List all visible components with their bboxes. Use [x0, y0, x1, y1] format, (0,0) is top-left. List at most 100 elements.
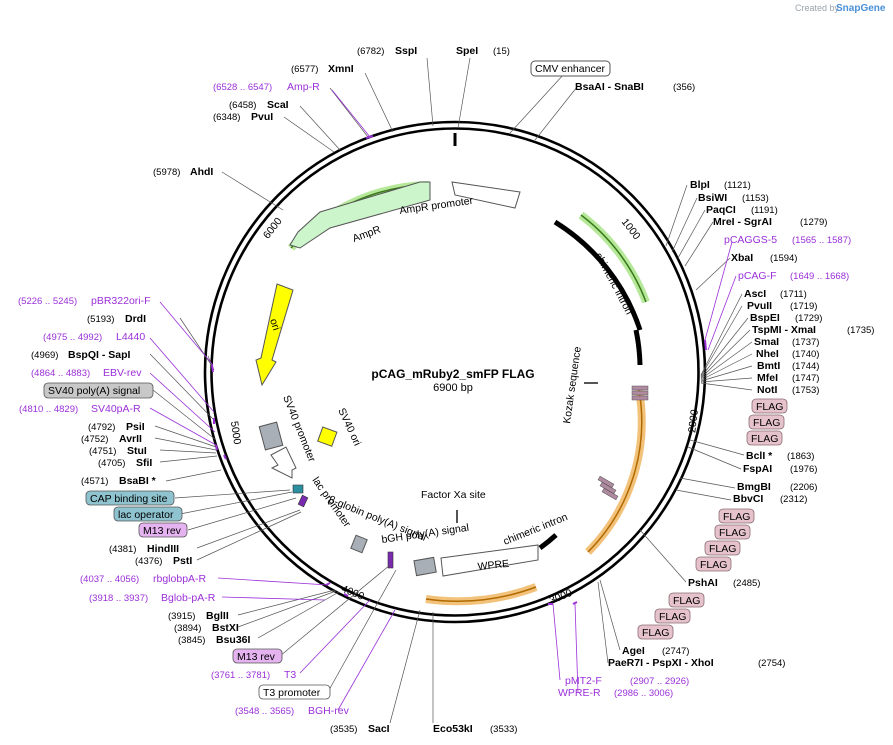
site-bsabi[interactable]: BsaBI * — [119, 475, 157, 487]
flag-box-6[interactable] — [704, 540, 741, 556]
primer-l4440[interactable]: L4440 — [116, 331, 145, 343]
sv40-ori-box — [317, 426, 338, 447]
site-bstxi[interactable]: BstXI — [212, 622, 239, 634]
site-pvuii[interactable]: PvuII — [747, 300, 772, 312]
flag-box-8[interactable] — [668, 592, 705, 608]
site-bsaai-snabi[interactable]: BsaAI - SnaBI — [575, 81, 644, 93]
cmv-enhancer-box[interactable] — [530, 60, 611, 77]
site-spei[interactable]: SpeI — [456, 45, 478, 57]
primer-pos-pmt2-f: (2907 .. 2926) — [630, 676, 689, 687]
site-bspqi-sapi[interactable]: BspQI - SapI — [68, 349, 131, 361]
primer-wpre-r[interactable]: WPRE-R — [558, 687, 601, 699]
wpre-label: WPRE — [477, 558, 510, 573]
cap-site-glyph — [292, 484, 304, 494]
primer-pbr322ori-f[interactable]: pBR322ori-F — [91, 295, 151, 307]
site-blpi[interactable]: BlpI — [690, 179, 710, 191]
site-sfii[interactable]: SfiI — [136, 457, 152, 469]
primer-pos-l4440: (4975 .. 4992) — [43, 332, 102, 343]
flag-box-2[interactable] — [748, 414, 785, 430]
primer-rbglobpa-r[interactable]: rbglobpA-R — [153, 573, 207, 585]
site-saci[interactable]: SacI — [368, 723, 390, 735]
primer-pmt2-f[interactable]: pMT2-F — [565, 675, 602, 687]
site-sspi[interactable]: SspI — [395, 45, 417, 57]
site-nhei[interactable]: NheI — [756, 348, 779, 360]
flag-box-5[interactable] — [714, 524, 751, 540]
primer-pcaggs-5[interactable]: pCAGGS-5 — [724, 234, 777, 246]
site-pos-drdi: (5193) — [87, 314, 114, 325]
cap-binding-site-label: CAP binding site — [90, 493, 168, 505]
plasmid-length: 6900 bp — [433, 382, 473, 394]
intron-segment-bar — [633, 329, 643, 366]
primer-sv40pa-r[interactable]: SV40pA-R — [91, 403, 141, 415]
site-paer7i[interactable]: PaeR7I - PspXI - XhoI — [608, 657, 714, 669]
orf-highlight-2 — [425, 583, 538, 606]
site-bspei[interactable]: BspEI — [750, 312, 780, 324]
site-xmni[interactable]: XmnI — [328, 63, 354, 75]
site-pvui[interactable]: PvuI — [251, 111, 273, 123]
flag-box-10[interactable] — [637, 624, 674, 640]
site-pos-paer7i: (2754) — [758, 658, 785, 669]
site-pos-psti: (4376) — [135, 556, 162, 567]
flag-label-8: FLAG — [673, 595, 700, 607]
site-ahdi[interactable]: AhdI — [190, 166, 213, 178]
site-noti[interactable]: NotI — [757, 384, 777, 396]
primer-bglob-pa-r[interactable]: Bglob-pA-R — [161, 592, 216, 604]
cap-binding-site-box[interactable] — [85, 490, 175, 506]
site-agei[interactable]: AgeI — [622, 645, 645, 657]
site-psii[interactable]: PsiI — [126, 421, 145, 433]
site-mrei-sgrai[interactable]: MreI - SgrAI — [713, 216, 772, 228]
site-mfei[interactable]: MfeI — [757, 372, 778, 384]
chimeric-intron-bar — [553, 219, 643, 331]
flag-label-10: FLAG — [642, 627, 669, 639]
site-avrii[interactable]: AvrII — [119, 433, 142, 445]
flag-box-7[interactable] — [695, 556, 732, 572]
site-bbvci[interactable]: BbvCI — [733, 493, 763, 505]
ori-label: ori — [267, 317, 282, 332]
chimeric-intron-arc — [580, 214, 647, 303]
site-stui[interactable]: StuI — [127, 445, 147, 457]
site-bsu36i[interactable]: Bsu36I — [216, 634, 251, 646]
site-drdi[interactable]: DrdI — [125, 313, 146, 325]
flag-box-3[interactable] — [746, 430, 783, 446]
site-smai[interactable]: SmaI — [754, 336, 779, 348]
primer-pos-amp-r: (6528 .. 6547) — [213, 82, 272, 93]
primer-amp-r[interactable]: Amp-R — [287, 81, 320, 93]
site-pos-fspai: (1976) — [790, 464, 817, 475]
site-asci[interactable]: AscI — [744, 288, 766, 300]
m13-glyph — [297, 494, 309, 508]
primer-t3[interactable]: T3 — [284, 669, 296, 681]
site-fspai[interactable]: FspAI — [743, 463, 772, 475]
flag-box-1[interactable] — [751, 398, 788, 414]
primer-bgh-rev[interactable]: BGH-rev — [308, 705, 350, 717]
m13-rev-box-1[interactable] — [138, 522, 188, 538]
primer-pcag-f[interactable]: pCAG-F — [738, 270, 777, 282]
sv40-promoter-arrow — [270, 446, 297, 479]
site-pos-xbai: (1594) — [770, 253, 797, 264]
flag-box-9[interactable] — [654, 608, 691, 624]
t3-promoter-box[interactable] — [258, 684, 331, 700]
site-bmgbi[interactable]: BmgBI — [737, 481, 771, 493]
m13-rev-box-2[interactable] — [232, 648, 283, 664]
site-pos-agei: (2747) — [662, 646, 689, 657]
flag-box-4[interactable] — [718, 508, 755, 524]
site-bglii[interactable]: BglII — [206, 610, 229, 622]
site-pshai[interactable]: PshAI — [688, 577, 718, 589]
site-xbai[interactable]: XbaI — [731, 252, 753, 264]
site-bmti[interactable]: BmtI — [757, 360, 780, 372]
site-hindiii[interactable]: HindIII — [147, 543, 179, 555]
lac-operator-box[interactable] — [113, 506, 183, 522]
site-scai[interactable]: ScaI — [267, 99, 289, 111]
site-bcli[interactable]: BclI * — [746, 450, 773, 462]
site-paqci[interactable]: PaqCI — [706, 204, 736, 216]
site-tspmi-xmai[interactable]: TspMI - XmaI — [752, 324, 816, 336]
primer-ebv-rev[interactable]: EBV-rev — [103, 367, 142, 379]
sv40-polya-label: SV40 poly(A) signal — [48, 385, 140, 397]
site-pos-bstxi: (3894) — [174, 623, 201, 634]
site-pos-sfii: (4705) — [98, 458, 125, 469]
site-bsiwi[interactable]: BsiWI — [698, 192, 727, 204]
ori-arrow — [255, 283, 294, 387]
site-psti[interactable]: PstI — [173, 555, 192, 567]
kozak-label: Kozak sequence — [561, 346, 584, 425]
sv40-polya-box[interactable] — [43, 382, 154, 399]
site-eco53ki[interactable]: Eco53kI — [433, 723, 473, 735]
